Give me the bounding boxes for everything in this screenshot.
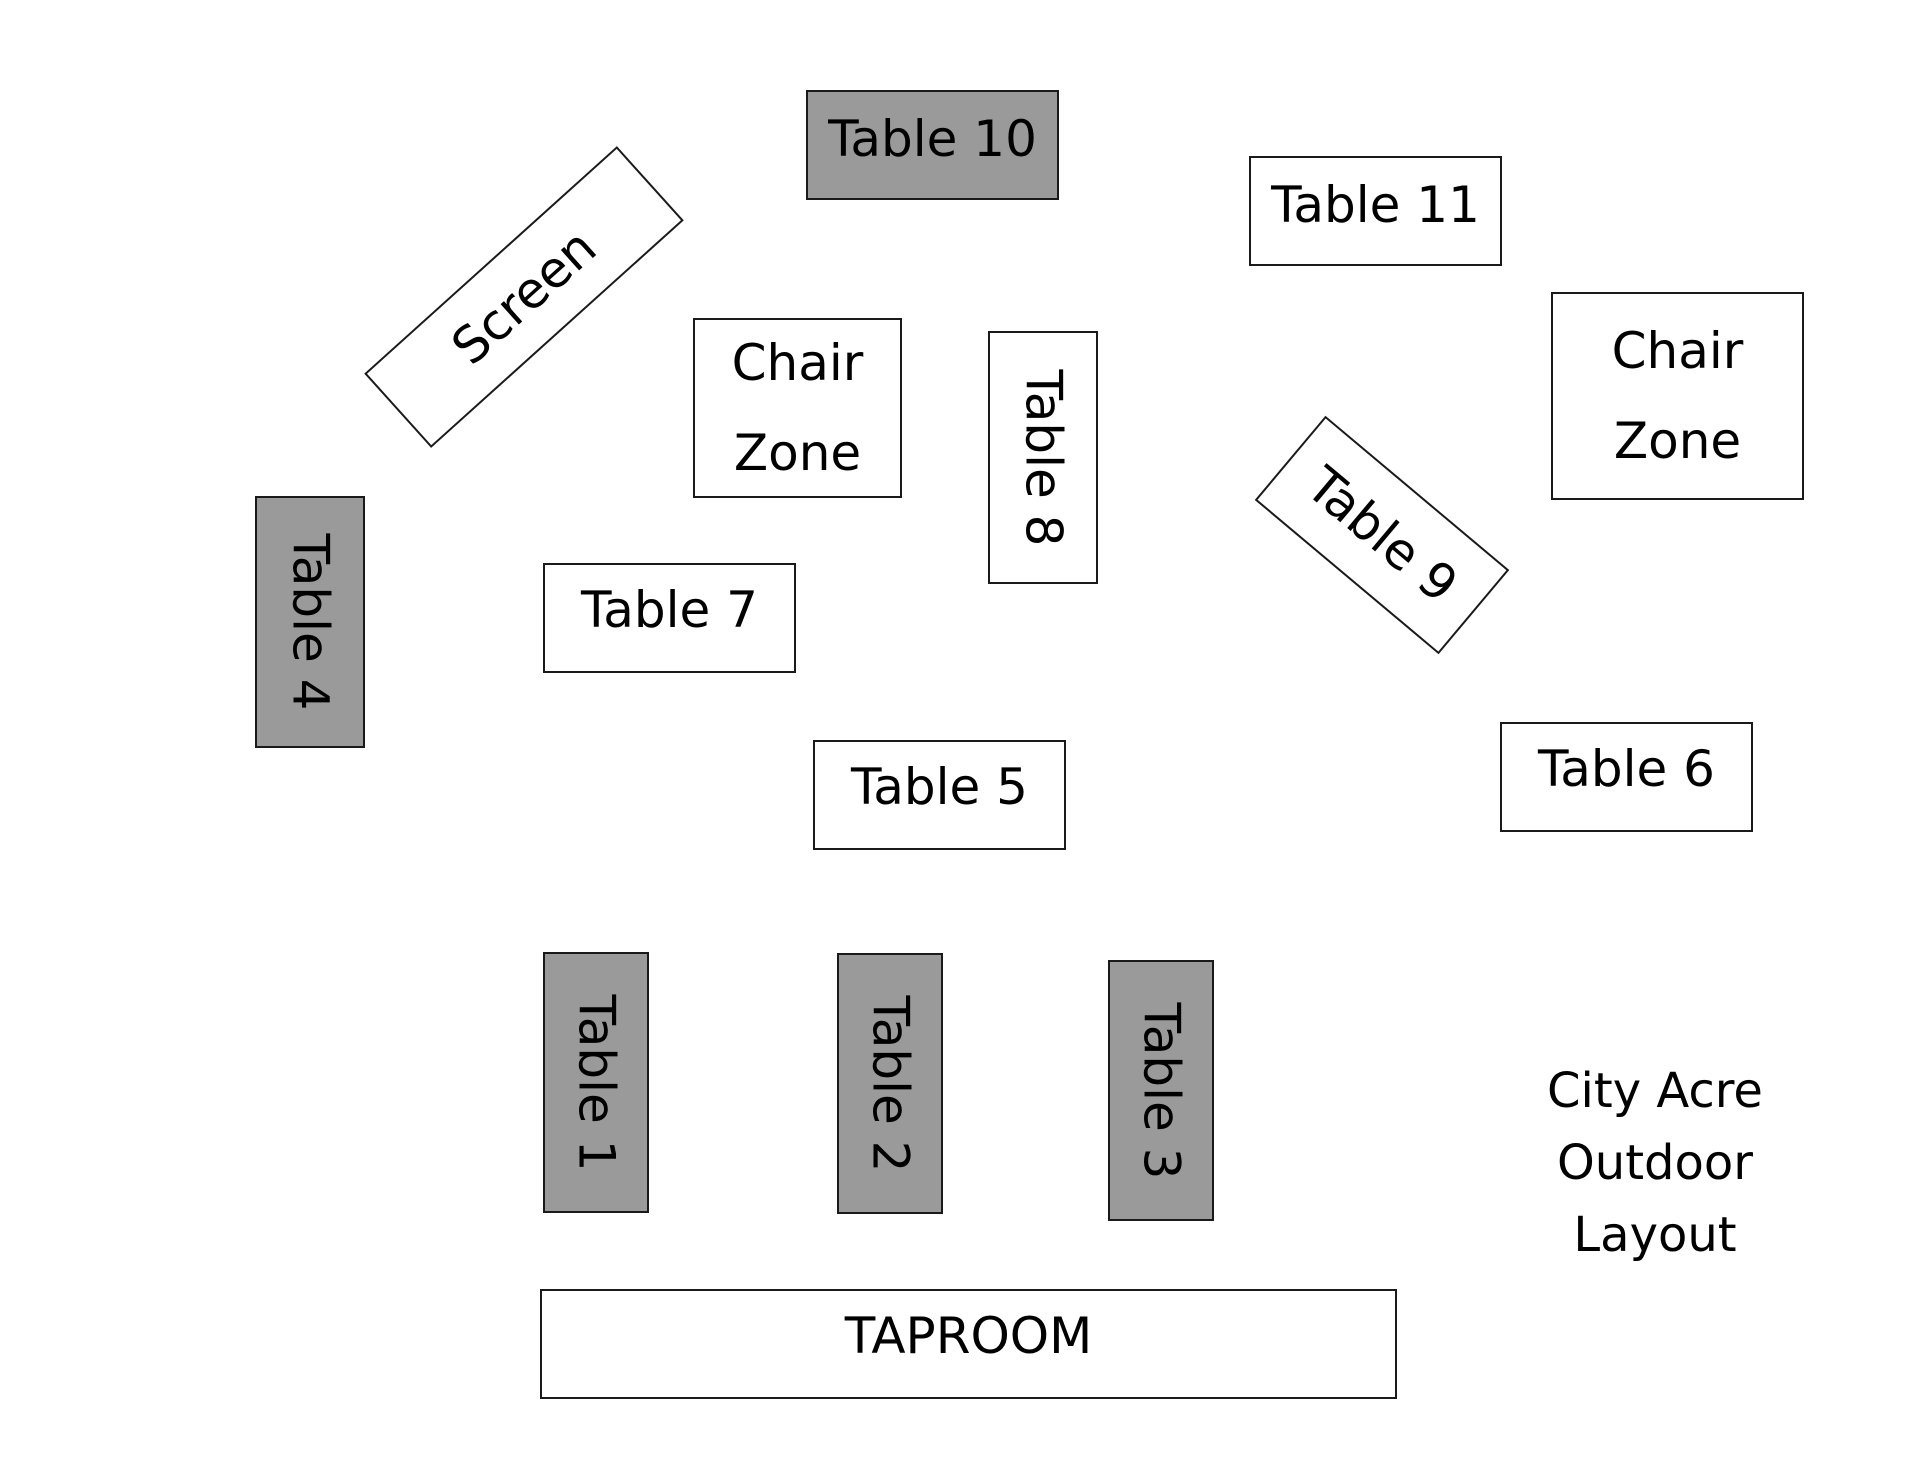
table-5[interactable]: Table 5	[813, 740, 1066, 850]
table-7[interactable]: Table 7	[543, 563, 796, 673]
chair-zone-left: Chair Zone	[693, 318, 902, 498]
table-10-label: Table 10	[828, 110, 1037, 168]
table-4-label: Table 4	[281, 533, 340, 711]
table-3-label: Table 3	[1132, 1001, 1191, 1180]
table-1[interactable]: Table 1	[543, 952, 649, 1213]
table-3[interactable]: Table 3	[1108, 960, 1214, 1221]
table-8[interactable]: Table 8	[988, 331, 1098, 584]
table-11-label: Table 11	[1271, 176, 1480, 234]
chair-zone-right: Chair Zone	[1551, 292, 1804, 500]
screen-label: Screen	[440, 217, 608, 377]
table-5-label: Table 5	[850, 758, 1028, 816]
caption-line-1: City Acre	[1547, 1063, 1763, 1119]
chair-zone-right-line2: Zone	[1613, 412, 1742, 470]
screen: Screen	[364, 146, 684, 448]
table-2-label: Table 2	[861, 994, 920, 1173]
chair-zone-right-line1: Chair	[1611, 322, 1744, 380]
layout-caption: City Acre Outdoor Layout	[1520, 1055, 1790, 1271]
table-6-label: Table 6	[1537, 740, 1715, 798]
table-4[interactable]: Table 4	[255, 496, 365, 748]
caption-line-3: Layout	[1573, 1207, 1737, 1263]
table-1-label: Table 1	[567, 993, 626, 1172]
table-9[interactable]: Table 9	[1254, 415, 1510, 655]
chair-zone-left-line1: Chair	[731, 334, 864, 392]
table-2[interactable]: Table 2	[837, 953, 943, 1214]
taproom-label: TAPROOM	[844, 1307, 1093, 1365]
table-9-label: Table 9	[1295, 455, 1469, 615]
table-8-label: Table 8	[1014, 368, 1073, 547]
table-10[interactable]: Table 10	[806, 90, 1059, 200]
taproom: TAPROOM	[540, 1289, 1397, 1399]
table-6[interactable]: Table 6	[1500, 722, 1753, 832]
table-7-label: Table 7	[580, 581, 758, 639]
chair-zone-left-line2: Zone	[733, 424, 862, 482]
table-11[interactable]: Table 11	[1249, 156, 1502, 266]
caption-line-2: Outdoor	[1557, 1135, 1753, 1191]
